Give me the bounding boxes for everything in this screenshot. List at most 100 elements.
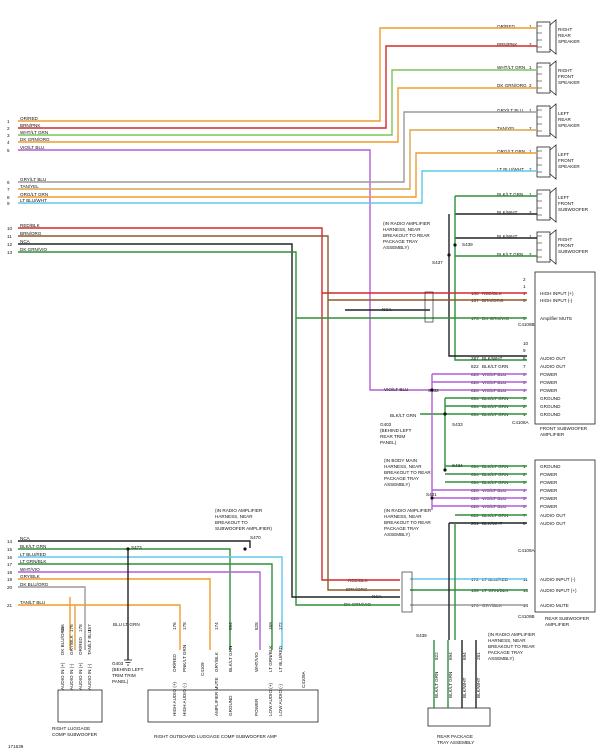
wire-label: DK BLU/ORG — [60, 626, 65, 655]
pin-function: AUDIO INPUT (-) — [540, 577, 576, 582]
pin-function: POWER — [254, 698, 259, 716]
note-text: PACKAGE TRAY — [384, 476, 419, 481]
wire-label: TAN/LT BLU — [20, 600, 45, 605]
wire-label: LT GRN/BLK — [268, 645, 273, 672]
pin-function: LOW AUDIO (+) — [268, 682, 273, 716]
pin-function: GROUND — [540, 404, 561, 409]
wire-vio-lt-blu — [18, 149, 432, 391]
pin-function: AUDIO IN (-) — [87, 663, 92, 690]
pin-number: 2 — [529, 42, 532, 47]
wire-label: BLK/LT GRN — [20, 544, 46, 549]
pin-function: AMPLIFIER MUTE — [214, 677, 219, 716]
pin-function: AUDIO OUT — [540, 356, 566, 361]
right-sub-box — [57, 689, 103, 723]
pin-function: HIGH AUDIO (-) — [182, 683, 187, 716]
pin-function: AUDIO IN (+) — [60, 662, 65, 690]
pin-function: AUDIO MUTE — [540, 603, 569, 608]
speaker-label: FRONT — [558, 243, 574, 248]
wire-number: 174 — [214, 622, 219, 630]
rear-sub-amp-box — [534, 459, 596, 613]
wire-number: 13 — [7, 250, 13, 255]
pin-number: 2 — [523, 277, 526, 282]
wire-number: 828 — [254, 622, 259, 630]
wire-lt-blu-wht — [18, 170, 537, 204]
speaker-connector — [536, 231, 551, 263]
figure-id: 171639 — [8, 744, 24, 749]
note-text: ASSEMBLY) — [488, 656, 514, 661]
wire-label: GRY/LT BLU — [20, 177, 46, 182]
wire-label: OR/RED — [20, 116, 39, 121]
wire-number: 822 — [471, 364, 479, 369]
wire-wht-vio — [18, 571, 261, 650]
note-text: HARNESS, NEAR — [384, 464, 422, 469]
note-text: BREAKOUT TO REAR — [384, 470, 431, 475]
speaker-label: LEFT — [558, 152, 569, 157]
speaker-label: SPEAKER — [558, 80, 580, 85]
pin-function: GROUND — [540, 396, 561, 401]
wire-label: BRN/ORG — [20, 231, 42, 236]
splice-dot — [243, 547, 247, 551]
inline-connector — [424, 291, 434, 323]
wire-dk-grn-vio — [18, 251, 297, 340]
ground-note: REAR TRIM — [380, 434, 405, 439]
pin-function: AUDIO INPUT (+) — [540, 588, 577, 593]
wire-lt-grn-blk — [18, 563, 273, 650]
speaker-connector — [536, 21, 551, 53]
splice-label: S434 — [452, 463, 463, 468]
wire-label: LT BLU/RED — [278, 645, 283, 672]
ground-note: PANEL) — [112, 679, 129, 684]
note-text: HARNESS, NEAR — [215, 514, 253, 519]
wire-or-red — [18, 27, 537, 122]
pin-number: 2 — [529, 83, 532, 88]
speaker-label: SUBWOOFER — [558, 249, 589, 254]
splice-dot — [447, 253, 451, 257]
wire-number: 172 — [278, 622, 283, 630]
amp-title: RIGHT OUTBOARD LUGGAGE COMP SUBWOOFER AM… — [154, 734, 277, 739]
pin-function: AUDIO IN (+) — [78, 662, 83, 690]
wire-label: WHT/VIO — [20, 567, 40, 572]
wire-label: VIO/LT BLU — [384, 387, 408, 392]
pin-number: 8 — [523, 356, 526, 361]
note-text: ASSEMBLY) — [384, 532, 410, 537]
speaker-label: RIGHT — [558, 237, 572, 242]
note-text: HARNESS, NEAR — [383, 227, 421, 232]
speaker-label: SPEAKER — [558, 164, 580, 169]
speaker-icon — [549, 19, 557, 55]
wire-number: 18 — [7, 570, 13, 575]
wire-number: 10 — [7, 226, 13, 231]
speaker-label: FRONT — [558, 74, 574, 79]
pin-number: 1 — [523, 284, 526, 289]
wire-number: 12 — [7, 242, 13, 247]
pin-function: POWER — [540, 504, 558, 509]
pin-function: Amplifier MUTE — [540, 316, 572, 321]
pin-function: GROUND — [540, 412, 561, 417]
pin-function: AUDIO OUT — [540, 513, 566, 518]
pin-number: 1 — [529, 192, 532, 197]
speaker-wire-label: LT BLU/WHT — [497, 167, 524, 172]
speaker-label: RIGHT — [558, 68, 572, 73]
wire-label: LT GRN/BLK — [20, 559, 47, 564]
note-text: HARNESS, NEAR — [384, 514, 422, 519]
wire-number: 157 — [87, 624, 92, 632]
pin-number: 2 — [529, 167, 532, 172]
speaker-wire-label: DK GRN/ORG — [497, 83, 527, 88]
wire-nca — [18, 243, 293, 340]
splice-label: S439 — [462, 242, 473, 247]
wire-label: BLK/WHT — [482, 356, 503, 361]
note-text: (IN RADIO AMPLIFIER — [384, 508, 432, 513]
speaker-wire-label: WHT/LT GRN — [497, 65, 525, 70]
speaker-label: SUBWOOFER — [558, 207, 589, 212]
front-sub-amp-box — [534, 271, 596, 425]
splice-label: S470 — [250, 535, 261, 540]
wire-tan-lt-blu — [18, 604, 181, 650]
speaker-wire-label: BLK/LT GRN — [497, 252, 523, 257]
wire-number: 156 — [60, 624, 65, 632]
wire-sub-vert — [448, 214, 527, 357]
speaker-label: RIGHT — [558, 27, 572, 32]
wire-number: 178 — [182, 622, 187, 630]
wire-label: BLK/LT GRN — [434, 672, 439, 698]
note-text: HARNESS, NEAR — [488, 638, 526, 643]
pin-number: 10 — [523, 341, 529, 346]
pin-function: POWER — [540, 380, 558, 385]
tray-box — [427, 707, 491, 727]
